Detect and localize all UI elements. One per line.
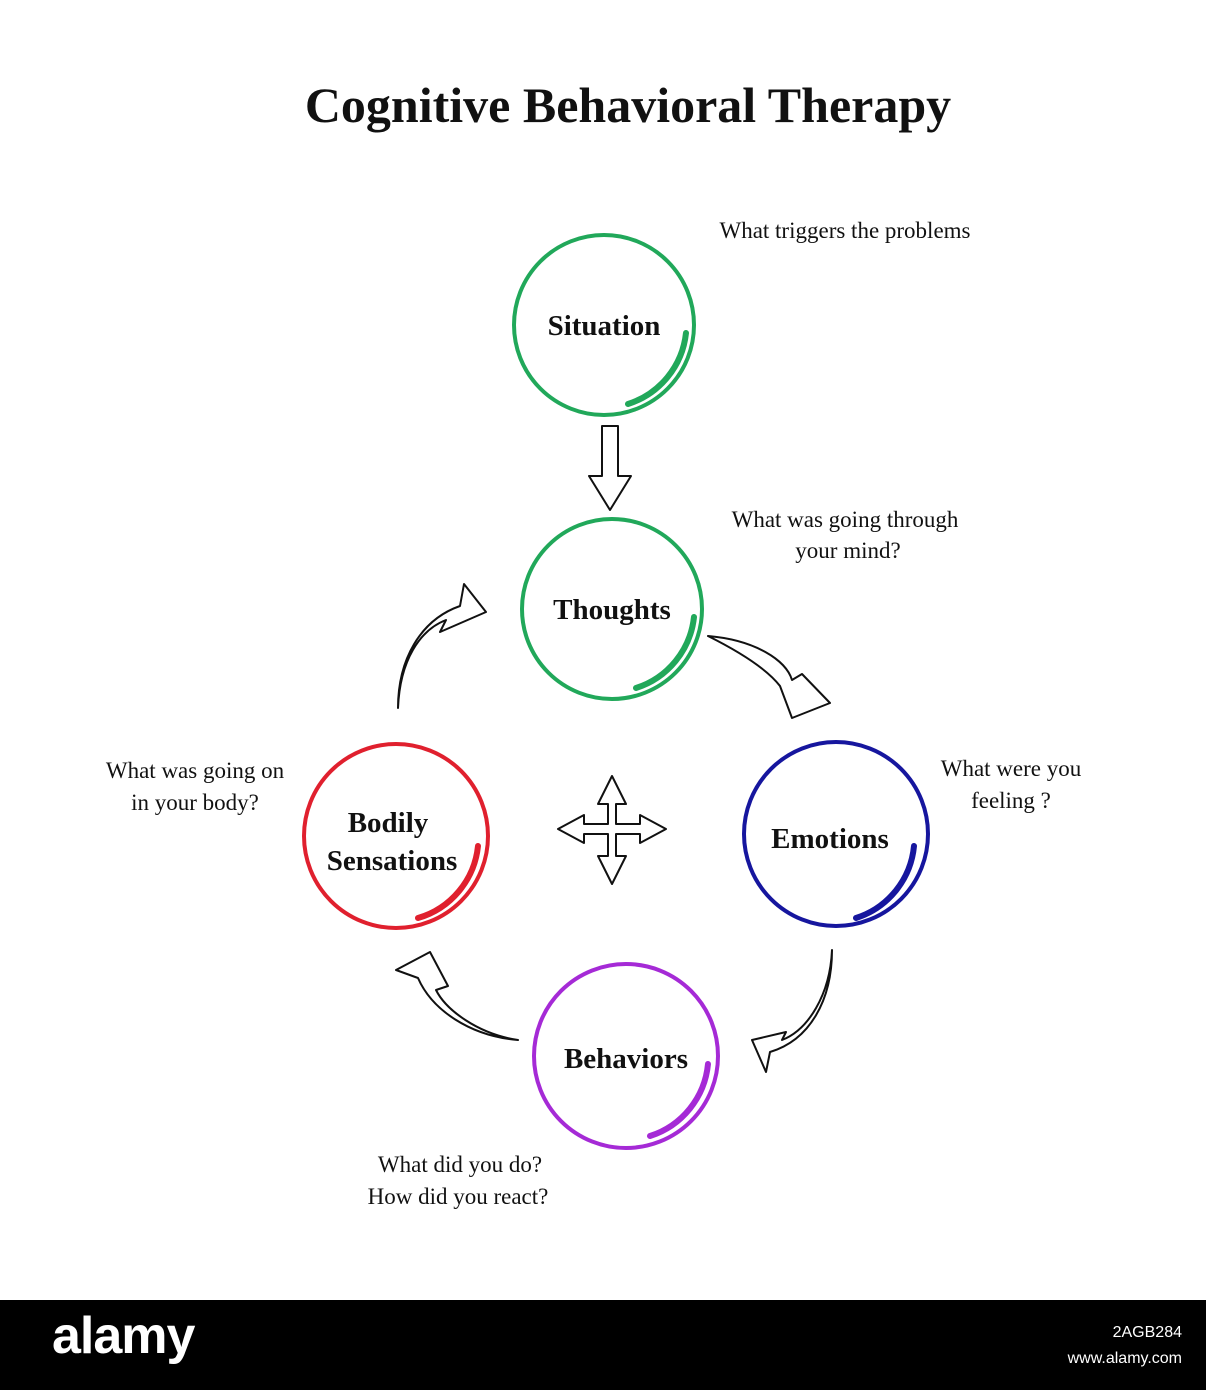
site-url: www.alamy.com [1067,1350,1182,1367]
node-situation: Situation [512,233,696,417]
alamy-logo: alamy [52,1307,195,1365]
question-behaviors-line1: What did you do? [378,1152,542,1177]
arrow-situation-to-thoughts [588,425,632,511]
node-label-situation: Situation [548,310,661,342]
cbt-diagram: Cognitive Behavioral Therapy Situation W… [106,77,1082,1209]
image-info: 2AGB284 www.alamy.com [1068,1320,1182,1372]
question-behaviors-line2: How did you react? [368,1184,549,1209]
node-label-bodily-line1: Bodily [348,807,429,839]
arrow-emotions-to-behaviors [751,949,833,1073]
arrow-thoughts-to-emotions [707,635,831,719]
footer-bar: alamy 2AGB284 www.alamy.com [0,1300,1206,1390]
node-emotions: Emotions [742,740,930,928]
node-label-bodily-line2: Sensations [327,845,458,877]
question-bodily-line1: What was going on [106,758,285,783]
node-bodily-sensations: Bodily Sensations [302,742,490,930]
question-thoughts-line1: What was going through [732,507,959,532]
question-thoughts-line2: your mind? [795,538,900,563]
diagram-title: Cognitive Behavioral Therapy [305,77,951,133]
node-behaviors: Behaviors [532,962,720,1150]
question-emotions-line2: feeling ? [971,788,1051,813]
node-label-thoughts: Thoughts [553,594,671,626]
question-situation: What triggers the problems [719,218,970,243]
node-label-behaviors: Behaviors [564,1043,688,1075]
question-emotions-line1: What were you [941,756,1082,781]
arrow-bodily-to-thoughts [397,583,487,709]
question-bodily-line2: in your body? [131,790,259,815]
node-thoughts: Thoughts [520,517,704,701]
node-label-emotions: Emotions [771,823,889,855]
image-id: 2AGB284 [1112,1324,1182,1341]
four-way-arrow-icon [557,775,667,885]
arrow-behaviors-to-bodily [395,951,519,1041]
